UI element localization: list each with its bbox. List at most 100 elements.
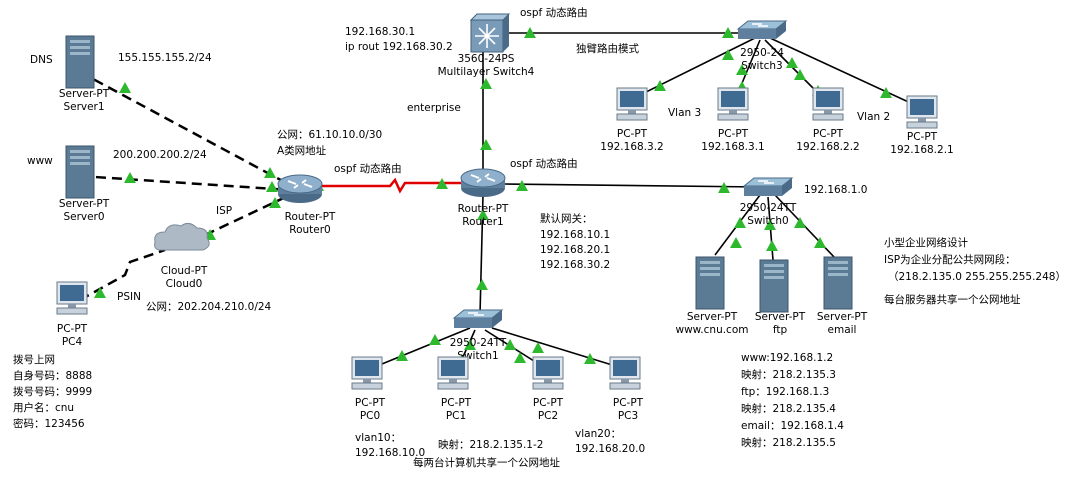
device-type: 2950-24TT <box>740 202 797 214</box>
label-net-1-0: 192.168.1.0 <box>804 184 867 196</box>
pc-icon <box>532 356 564 390</box>
device-pc0[interactable]: PC-PT PC0 <box>351 356 386 422</box>
topology-labels: DNS www ISP PSIN 155.155.155.2/24 200.20… <box>27 6 890 469</box>
device-name: Cloud0 <box>166 278 203 290</box>
device-pc3[interactable]: PC-PT PC3 <box>609 356 644 422</box>
switch-icon <box>743 177 793 197</box>
device-type: PC-PT <box>617 128 648 140</box>
switch-icon <box>737 20 787 40</box>
device-router1[interactable]: Router-PT Router1 <box>458 168 509 228</box>
port-up-icon <box>119 82 131 93</box>
port-up-icon <box>654 80 666 91</box>
device-name: Server0 <box>63 211 104 223</box>
dialup-line: 密码：123456 <box>13 418 85 430</box>
design-line: （218.2.135.0 255.255.255.248） <box>888 271 1066 283</box>
device-server-email[interactable]: Server-PT email <box>817 256 868 336</box>
port-up-icon <box>734 217 746 228</box>
label-dns: DNS <box>30 54 53 66</box>
device-type: PC-PT <box>613 397 644 409</box>
label-vlan10-net: 192.168.10.0 <box>355 447 425 459</box>
label-isp: ISP <box>216 205 232 217</box>
port-up-icon <box>516 180 528 191</box>
port-up-icon <box>584 353 596 364</box>
label-public-net: 公网：61.10.10.0/30 <box>277 129 382 141</box>
label-map-pc: 映射：218.2.135.1-2 <box>438 438 543 451</box>
device-pc1[interactable]: PC-PT PC1 <box>437 356 472 422</box>
label-dns-ip: 155.155.155.2/24 <box>118 52 212 64</box>
device-mlswitch4[interactable]: 3560-24PS Multilayer Switch4 <box>438 13 535 78</box>
label-vlan2: Vlan 2 <box>857 111 890 123</box>
device-name: 192.168.2.2 <box>796 141 859 153</box>
pc-icon <box>56 281 88 315</box>
port-up-icon <box>722 49 734 60</box>
device-type: Server-PT <box>59 88 110 100</box>
link-switch3-pc32 <box>629 37 756 101</box>
device-type: 2950-24TT <box>450 337 507 349</box>
device-name: email <box>828 324 857 336</box>
dialup-line: 拨号上网 <box>13 354 55 366</box>
device-name: Switch3 <box>741 60 782 72</box>
port-up-icon <box>794 217 806 228</box>
device-pc4[interactable]: PC-PT PC4 <box>56 281 88 348</box>
design-line: 小型企业网络设计 <box>884 237 968 249</box>
device-cloud0[interactable]: Cloud-PT Cloud0 <box>154 222 210 290</box>
cloud-icon <box>154 222 210 251</box>
device-server-ftp[interactable]: Server-PT ftp <box>755 259 806 336</box>
device-type: Server-PT <box>817 311 868 323</box>
device-type: PC-PT <box>57 323 88 335</box>
label-psin: PSIN <box>117 291 141 303</box>
label-public-net2: 公网：202.204.210.0/24 <box>146 301 272 313</box>
device-pc2[interactable]: PC-PT PC2 <box>532 356 564 422</box>
device-pc-192-168-2-2[interactable]: PC-PT 192.168.2.2 <box>796 87 860 153</box>
label-gw-3: 192.168.30.2 <box>540 259 610 271</box>
link-router0-router1-serial <box>315 177 480 194</box>
device-server-www[interactable]: Server-PT www.cnu.com <box>676 256 749 336</box>
link-server0-router0 <box>79 174 291 192</box>
port-up-icon <box>718 182 730 193</box>
device-name: PC1 <box>446 410 466 422</box>
dialup-line: 拨号号码：9999 <box>13 386 93 398</box>
dialup-line: 用户名：cnu <box>13 402 75 414</box>
port-up-icon <box>269 197 281 208</box>
device-name: PC3 <box>618 410 638 422</box>
pc-icon <box>906 95 938 129</box>
label-www-ip: 200.200.200.2/24 <box>113 149 207 161</box>
device-switch0[interactable]: 2950-24TT Switch0 <box>740 177 797 227</box>
device-pc-192-168-3-1[interactable]: PC-PT 192.168.3.1 <box>701 87 765 153</box>
device-pc-192-168-3-2[interactable]: PC-PT 192.168.3.2 <box>600 87 664 153</box>
device-type: PC-PT <box>533 397 564 409</box>
mapping-line: email：192.168.1.4 <box>741 420 844 432</box>
mapping-line: 映射：218.2.135.3 <box>741 369 836 381</box>
device-name: Router0 <box>289 224 330 236</box>
device-switch1[interactable]: 2950-24TT Switch1 <box>450 309 507 362</box>
device-switch3[interactable]: 2950-24 Switch3 <box>737 20 787 72</box>
port-up-icon <box>730 237 742 248</box>
pc-icon <box>616 87 648 121</box>
device-server0[interactable]: Server-PT Server0 <box>59 145 110 223</box>
link-server1-router0 <box>79 70 291 187</box>
label-ml-route: ip rout 192.168.30.2 <box>345 41 453 53</box>
router-icon <box>460 168 506 198</box>
device-name: Multilayer Switch4 <box>438 66 535 78</box>
dialup-note: 拨号上网 自身号码：8888 拨号号码：9999 用户名：cnu 密码：1234… <box>13 352 92 432</box>
port-up-icon <box>480 139 492 150</box>
device-type: PC-PT <box>813 128 844 140</box>
multilayer-switch-icon <box>470 13 510 53</box>
server-icon <box>65 145 95 199</box>
link-switch1-pc3 <box>491 327 623 369</box>
link-switch1-pc0 <box>371 327 471 369</box>
device-pc-192-168-2-1[interactable]: PC-PT 192.168.2.1 <box>890 95 954 156</box>
pc-icon <box>609 356 641 390</box>
device-type: Server-PT <box>755 311 806 323</box>
server-icon <box>823 256 853 310</box>
device-name: Switch0 <box>747 215 788 227</box>
device-router0[interactable]: Router-PT Router0 <box>277 174 336 236</box>
device-name: ftp <box>773 324 788 336</box>
port-up-icon <box>429 334 441 345</box>
mapping-line: 映射：218.2.135.4 <box>741 403 836 415</box>
device-type: Router-PT <box>285 211 336 223</box>
pc-icon <box>717 87 749 121</box>
server-icon <box>65 35 95 89</box>
device-name: Server1 <box>63 101 104 113</box>
device-server1[interactable]: Server-PT Server1 <box>59 35 110 113</box>
